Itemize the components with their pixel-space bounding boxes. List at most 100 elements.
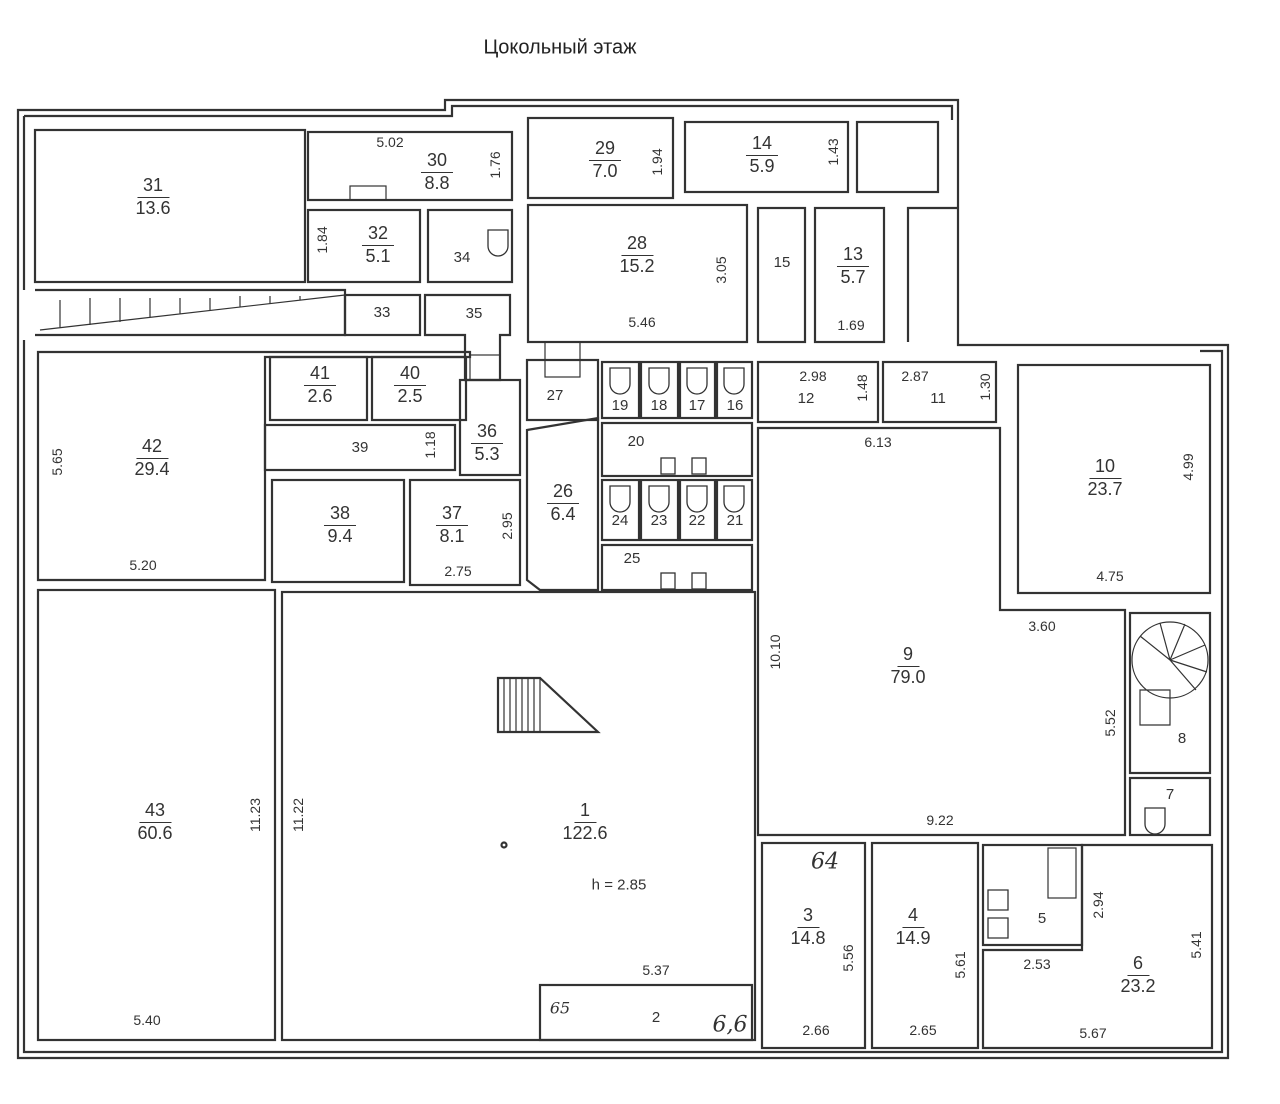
room-number: 16 — [726, 397, 744, 414]
dimension: 5.41 — [1188, 931, 1204, 959]
room-1 — [280, 590, 757, 1042]
dimension: 6.13 — [864, 434, 892, 450]
room-number: 25 — [623, 550, 641, 567]
room-area: 14.8 — [790, 928, 826, 948]
dimension: 2.75 — [444, 563, 472, 579]
room-number: 14 — [745, 133, 779, 156]
room-37 — [408, 478, 522, 587]
dimension: 3.05 — [713, 256, 729, 284]
room-25-label: 25 — [618, 548, 647, 570]
room-41 — [268, 355, 369, 422]
dimension: 4.75 — [1096, 568, 1124, 584]
room-10 — [1016, 363, 1212, 595]
room-number: 35 — [465, 305, 483, 322]
room-42 — [36, 350, 472, 582]
room-23-label: 23 — [645, 510, 674, 532]
room-area: 2.5 — [397, 386, 423, 406]
room-number: 41 — [303, 363, 337, 386]
room-number: 10 — [1088, 456, 1122, 479]
room-number: 9 — [896, 644, 920, 667]
room-21-label: 21 — [721, 510, 750, 532]
room-number: 29 — [588, 138, 622, 161]
room-22-label: 22 — [683, 510, 712, 532]
room-area: 8.8 — [424, 173, 450, 193]
room-34 — [426, 208, 514, 284]
dimension: 2.65 — [909, 1022, 937, 1038]
room-area: 79.0 — [890, 667, 926, 687]
room-area: 122.6 — [562, 823, 608, 843]
room-8 — [1128, 611, 1212, 775]
room-32 — [306, 208, 422, 284]
floor-title: Цокольный этаж — [483, 36, 637, 59]
room-number: 38 — [323, 503, 357, 526]
room-number: 36 — [470, 421, 504, 444]
room-28 — [526, 203, 749, 344]
dimension: 5.67 — [1079, 1025, 1107, 1041]
dimension: 10.10 — [767, 634, 783, 670]
room-11-label: 11 — [924, 388, 952, 410]
dimension: 5.46 — [628, 314, 656, 330]
room-31 — [33, 128, 307, 284]
dimension: 2.66 — [802, 1022, 830, 1038]
room-9 — [756, 426, 1127, 837]
dimension: 5.40 — [133, 1012, 161, 1028]
dimension: 9.22 — [926, 812, 954, 828]
room-number: 17 — [688, 397, 706, 414]
room-7 — [1128, 776, 1212, 837]
room-number: 7 — [1165, 786, 1175, 803]
dimension: 2.53 — [1023, 956, 1051, 972]
room-number: 23 — [650, 512, 668, 529]
room-number: 26 — [546, 481, 580, 504]
room-27 — [525, 358, 600, 422]
room-area: 9.4 — [327, 526, 353, 546]
room-number: 24 — [611, 512, 629, 529]
room-area: 23.7 — [1087, 479, 1123, 499]
room-35-label: 35 — [460, 303, 489, 325]
room-number: 3 — [796, 905, 820, 928]
dimension: 1.84 — [314, 226, 330, 254]
room-number: 31 — [136, 175, 170, 198]
room-16-label: 16 — [721, 395, 750, 417]
room-13 — [813, 206, 886, 344]
room-20-label: 20 — [622, 431, 651, 453]
room-number: 2 — [651, 1009, 661, 1026]
room-43 — [36, 588, 277, 1042]
handwritten-note: 6,6 — [712, 1012, 748, 1038]
room-25 — [600, 543, 754, 592]
room-number: 5 — [1037, 910, 1047, 927]
room-blank — [855, 120, 940, 194]
room-15-label: 15 — [768, 252, 797, 274]
room-15 — [756, 206, 807, 344]
room-11 — [881, 360, 998, 424]
room-number: 13 — [836, 244, 870, 267]
handwritten-note: 65 — [549, 998, 571, 1018]
room-number: 37 — [435, 503, 469, 526]
room-number: 8 — [1177, 730, 1187, 747]
outer-wall — [16, 98, 1230, 1060]
room-area: 6.4 — [550, 504, 576, 524]
room-number: 34 — [453, 249, 471, 266]
room-area: 5.7 — [840, 267, 866, 287]
room-area: 5.3 — [474, 444, 500, 464]
room-number: 11 — [930, 390, 946, 407]
ceiling-height: h = 2.85 — [591, 876, 647, 894]
dimension: 4.99 — [1180, 453, 1196, 481]
dimension: 1.30 — [977, 373, 993, 401]
room-5-label: 5 — [1032, 908, 1052, 930]
dimension: 1.48 — [854, 374, 870, 402]
room-33-label: 33 — [368, 302, 397, 324]
dimension: 11.23 — [247, 798, 263, 832]
room-39 — [263, 423, 457, 472]
room-area: 29.4 — [134, 459, 170, 479]
handwritten-note: 64 — [811, 849, 839, 875]
